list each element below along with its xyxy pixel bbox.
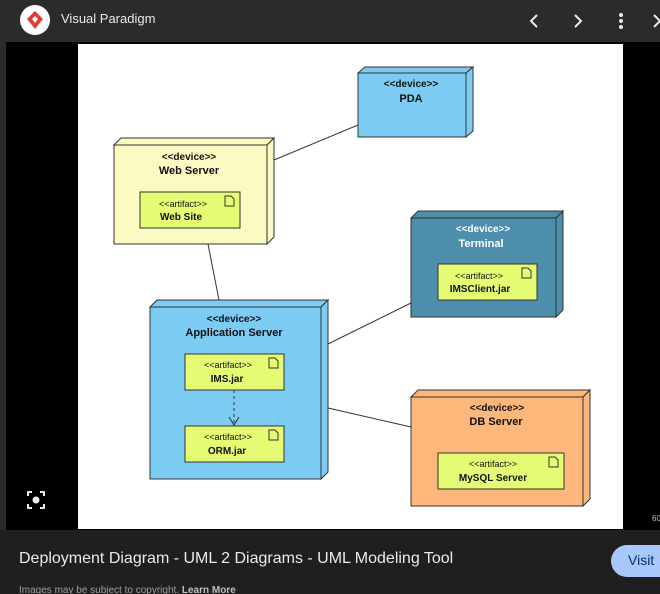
- terminal-name: Terminal: [458, 238, 503, 250]
- node-application-server: <<device>> Application Server <<artifact…: [148, 298, 330, 481]
- pda-stereotype: <<device>>: [384, 79, 439, 90]
- copyright-text: Images may be subject to copyright.: [19, 585, 180, 594]
- footer: Deployment Diagram - UML 2 Diagrams - UM…: [0, 530, 660, 594]
- deployment-diagram-svg: <<device>> PDA <<device>> Web Server <<a…: [112, 65, 592, 508]
- terminal-stereotype: <<device>>: [456, 224, 511, 235]
- imsclient-artifact-name: IMSClient.jar: [450, 284, 511, 295]
- chevron-right-icon[interactable]: [565, 8, 591, 34]
- link-app-db: [327, 407, 412, 428]
- db-server-stereotype: <<device>>: [470, 403, 525, 414]
- orm-artifact-name: ORM.jar: [208, 446, 246, 457]
- web-site-artifact-stereotype: <<artifact>>: [159, 199, 207, 209]
- node-db-server: <<device>> DB Server <<artifact>> MySQL …: [409, 388, 592, 508]
- learn-more-link[interactable]: Learn More: [181, 585, 236, 594]
- edge-label: 60: [652, 514, 660, 523]
- web-server-stereotype: <<device>>: [162, 152, 217, 163]
- close-icon[interactable]: [648, 8, 660, 34]
- node-web-server: <<device>> Web Server <<artifact>> Web S…: [112, 136, 276, 246]
- mysql-artifact-name: MySQL Server: [459, 473, 527, 484]
- orm-artifact-stereotype: <<artifact>>: [204, 432, 252, 442]
- left-strip: [0, 42, 6, 530]
- pda-name: PDA: [399, 93, 422, 105]
- link-web-app: [207, 243, 220, 301]
- imsclient-artifact-stereotype: <<artifact>>: [455, 271, 503, 281]
- app-server-stereotype: <<device>>: [207, 314, 262, 325]
- link-app-terminal: [327, 302, 412, 345]
- more-vert-icon[interactable]: [608, 8, 634, 34]
- ims-artifact-name: IMS.jar: [211, 374, 244, 385]
- visual-paradigm-logo[interactable]: [20, 5, 50, 35]
- web-site-artifact-name: Web Site: [160, 212, 202, 223]
- web-server-name: Web Server: [159, 165, 220, 177]
- copyright-notice: Images may be subject to copyright. Lear…: [19, 585, 236, 594]
- chevron-left-icon[interactable]: [521, 8, 547, 34]
- image-caption[interactable]: Deployment Diagram - UML 2 Diagrams - UM…: [19, 550, 454, 567]
- mysql-artifact-stereotype: <<artifact>>: [469, 459, 517, 469]
- node-pda: <<device>> PDA: [356, 65, 475, 139]
- db-server-name: DB Server: [469, 416, 523, 428]
- lens-search-icon[interactable]: [24, 488, 48, 512]
- app-server-name: Application Server: [185, 327, 283, 339]
- node-terminal: <<device>> Terminal <<artifact>> IMSClie…: [409, 209, 565, 319]
- ims-artifact-stereotype: <<artifact>>: [204, 360, 252, 370]
- top-bar: Visual Paradigm: [0, 0, 660, 42]
- visit-button[interactable]: Visit: [611, 545, 660, 577]
- link-web-pda: [273, 124, 359, 161]
- site-name[interactable]: Visual Paradigm: [61, 11, 156, 26]
- deployment-diagram-image[interactable]: <<device>> PDA <<device>> Web Server <<a…: [78, 44, 623, 529]
